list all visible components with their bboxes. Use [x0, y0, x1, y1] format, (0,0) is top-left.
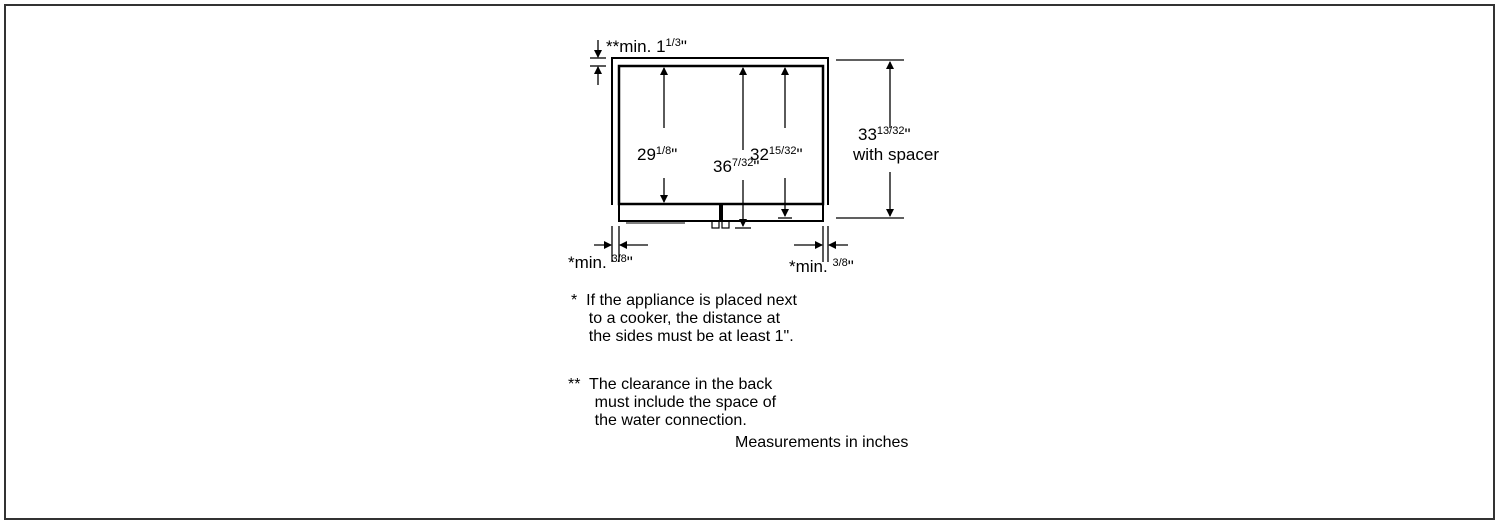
inner-height-right-label: 3215/32" [750, 145, 803, 164]
spacer-label: with spacer [852, 145, 939, 164]
inner-height-mid-label: 367/32" [713, 157, 759, 176]
side-clearance-left-dimension [594, 226, 648, 262]
appliance-body [617, 64, 825, 229]
footnote-side-distance: * If the appliance is placed next to a c… [571, 292, 797, 345]
spacer-height-label: 3313/32" [858, 125, 911, 144]
top-clearance-dimension [590, 40, 606, 85]
top-clearance-label: **min. 11/3" [606, 37, 687, 56]
side-clearance-right-dimension [794, 226, 848, 262]
side-clearance-left-label: *min. 3/8" [568, 253, 633, 272]
spacer-height-dimension [836, 59, 904, 219]
side-clearance-right-label: *min. 3/8" [789, 257, 854, 276]
inner-height-left-label: 291/8" [637, 145, 677, 164]
inner-height-mid-arrow [735, 67, 751, 229]
inner-height-right-arrow [778, 67, 792, 219]
footnote-back-clearance: ** The clearance in the back must includ… [568, 376, 777, 429]
units-note: Measurements in inches [735, 434, 909, 451]
niche-outline [611, 57, 829, 205]
